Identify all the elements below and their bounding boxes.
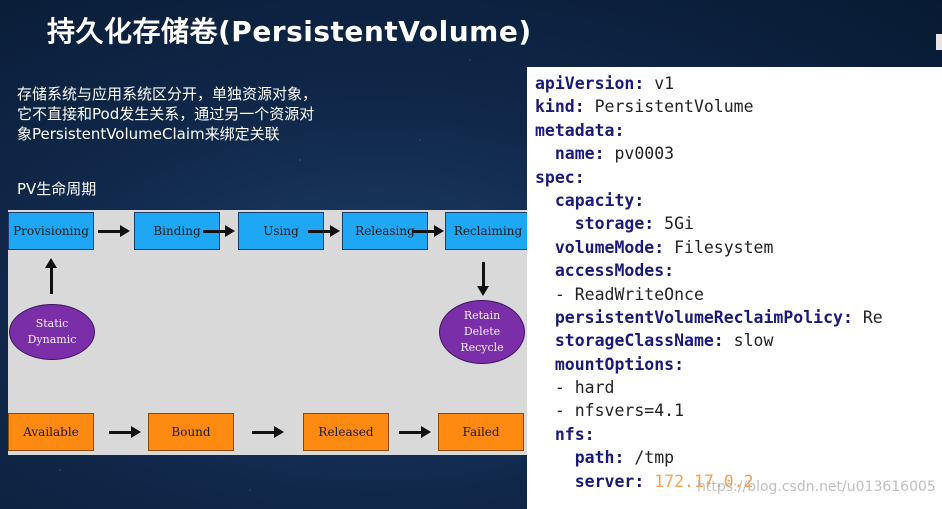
yaml-line: persistentVolumeReclaimPolicy: Re <box>527 306 942 329</box>
phase-available: Available <box>8 413 94 451</box>
yaml-value: /tmp <box>624 448 675 468</box>
yaml-key: name: <box>535 144 605 164</box>
provision-modes-ellipse: Static Dynamic <box>9 304 95 360</box>
yaml-line: storage: 5Gi <box>527 212 942 235</box>
yaml-key: path: <box>535 448 625 468</box>
yaml-value: PersistentVolume <box>584 97 754 117</box>
watermark: https://blog.csdn.net/u013616005 <box>697 479 936 495</box>
yaml-line: capacity: <box>527 189 942 212</box>
yaml-line: name: pv0003 <box>527 142 942 165</box>
description: 存储系统与应用系统区分开，单独资源对象， 它不直接和Pod发生关系，通过另一个资… <box>17 84 377 144</box>
yaml-key: metadata: <box>535 120 625 140</box>
yaml-line: spec: <box>527 166 942 189</box>
yaml-key: nfs: <box>535 424 595 444</box>
yaml-line: path: /tmp <box>527 446 942 469</box>
arrow-right-icon <box>308 225 340 237</box>
yaml-line: nfs: <box>527 423 942 446</box>
yaml-key: capacity: <box>535 190 645 210</box>
description-line: 它不直接和Pod发生关系，通过另一个资源对 <box>17 105 315 123</box>
yaml-key: spec: <box>535 167 585 187</box>
description-line: 象PersistentVolumeClaim来绑定关联 <box>17 125 280 143</box>
yaml-value: Filesystem <box>664 237 774 257</box>
yaml-line: volumeMode: Filesystem <box>527 236 942 259</box>
yaml-value: slow <box>723 331 774 351</box>
arrow-right-icon <box>109 426 141 438</box>
provision-mode-dynamic: Dynamic <box>27 333 77 346</box>
lifecycle-label: PV生命周期 <box>17 180 97 198</box>
yaml-line: mountOptions: <box>527 353 942 376</box>
yaml-line: - hard <box>527 376 942 399</box>
stage-provisioning: Provisioning <box>8 212 94 250</box>
yaml-value: v1 <box>644 74 675 93</box>
yaml-line: - nfsvers=4.1 <box>527 399 942 422</box>
yaml-line: apiVersion: v1 <box>527 72 942 95</box>
yaml-value: 5Gi <box>654 214 694 234</box>
phase-failed: Failed <box>438 413 524 451</box>
yaml-line: kind: PersistentVolume <box>527 95 942 118</box>
yaml-value: - ReadWriteOnce <box>535 284 704 304</box>
arrow-up-icon <box>45 258 57 294</box>
arrow-right-icon <box>399 426 431 438</box>
yaml-key: storageClassName: <box>535 331 724 351</box>
yaml-line: accessModes: <box>527 259 942 282</box>
corner-marker <box>936 34 942 50</box>
yaml-line: storageClassName: slow <box>527 329 942 352</box>
yaml-key: kind: <box>535 97 585 117</box>
yaml-key: volumeMode: <box>535 237 665 257</box>
arrow-right-icon <box>203 225 235 237</box>
yaml-key: server: <box>535 471 645 491</box>
yaml-key: mountOptions: <box>535 354 685 374</box>
pv-lifecycle-diagram: Provisioning Binding Using Releasing Rec… <box>8 210 531 455</box>
reclaim-policy-recycle: Recycle <box>460 341 504 354</box>
phase-bound: Bound <box>148 413 234 451</box>
arrow-right-icon <box>412 225 444 237</box>
yaml-line: metadata: <box>527 119 942 142</box>
arrow-right-icon <box>252 426 284 438</box>
stage-reclaiming: Reclaiming <box>445 212 531 250</box>
provision-mode-static: Static <box>35 317 69 330</box>
description-line: 存储系统与应用系统区分开，单独资源对象， <box>17 85 318 103</box>
yaml-value: pv0003 <box>604 144 675 164</box>
yaml-line: server: 172.17.0.2 <box>527 470 942 493</box>
phase-released: Released <box>303 413 389 451</box>
yaml-line: - ReadWriteOnce <box>527 283 942 306</box>
arrow-right-icon <box>98 225 130 237</box>
arrow-down-icon <box>477 262 489 296</box>
yaml-key: persistentVolumeReclaimPolicy: <box>535 307 853 327</box>
yaml-value: - hard <box>535 378 615 398</box>
yaml-key: accessModes: <box>535 261 675 281</box>
reclaim-policy-retain: Retain <box>463 309 501 322</box>
yaml-code-panel: apiVersion: v1 kind: PersistentVolume me… <box>527 67 942 509</box>
reclaim-policies-ellipse: Retain Delete Recycle <box>439 300 525 364</box>
reclaim-policy-delete: Delete <box>463 325 501 338</box>
yaml-value: Re <box>852 307 883 327</box>
yaml-value: - nfsvers=4.1 <box>535 401 685 421</box>
yaml-value-server-ip: 172.17.0.2 <box>644 471 754 491</box>
yaml-key: storage: <box>535 214 655 234</box>
slide-title: 持久化存储卷(PersistentVolume) <box>47 15 532 48</box>
yaml-key: apiVersion: <box>535 74 645 93</box>
